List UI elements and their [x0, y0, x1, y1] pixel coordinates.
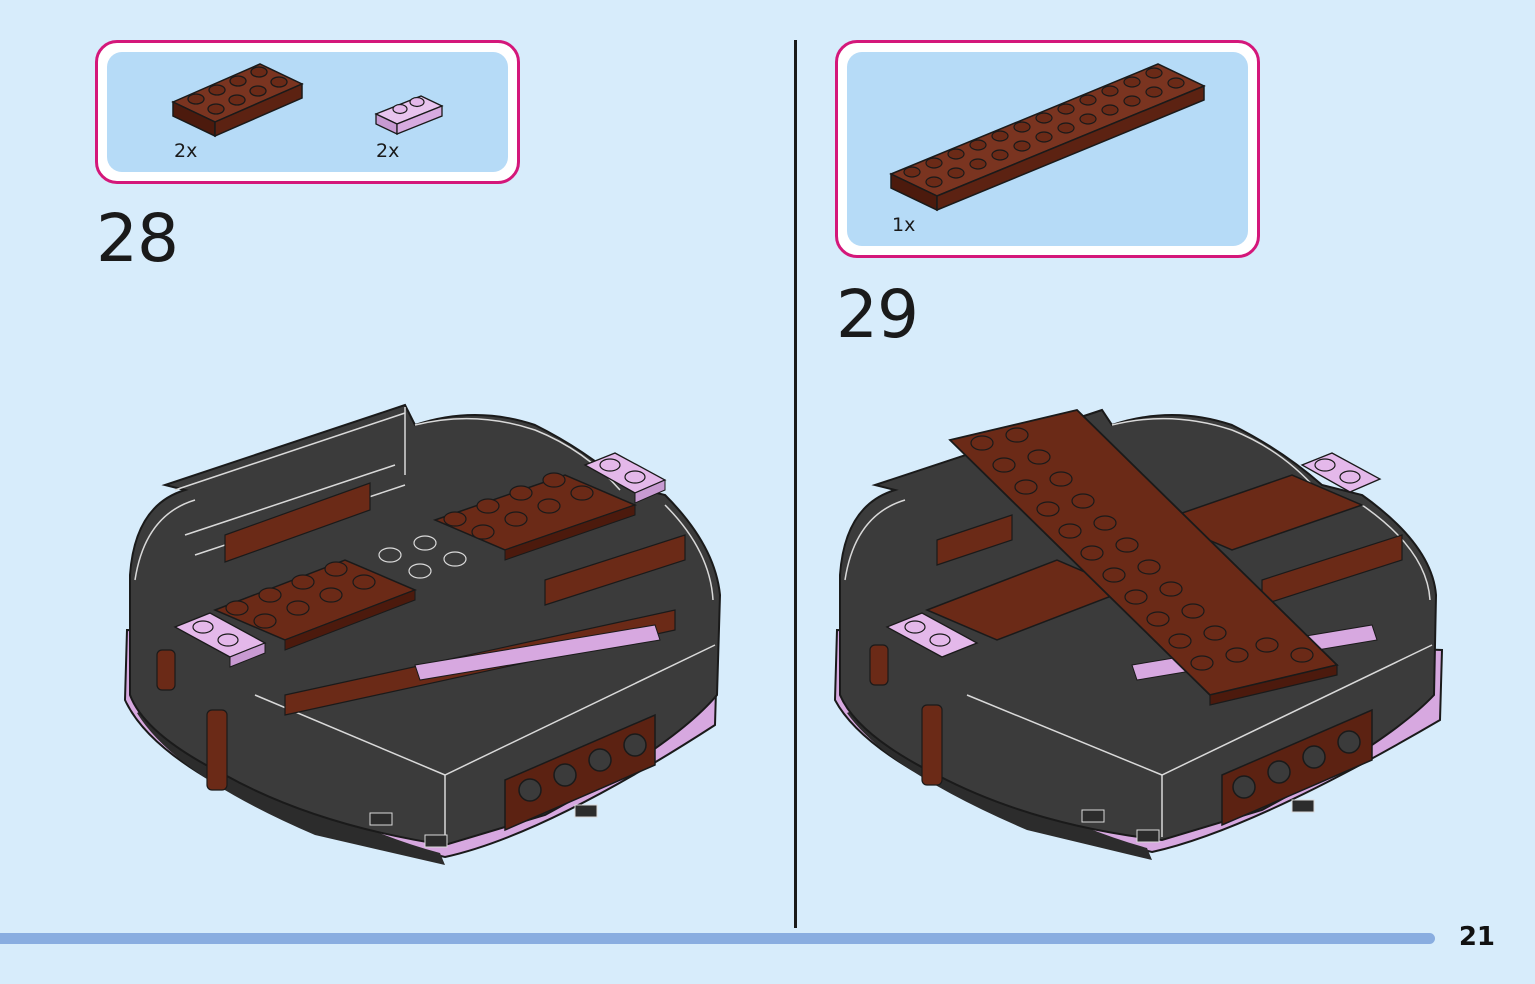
- parts-callout-step-28: [95, 40, 520, 184]
- model-illustration-step-28: [123, 403, 722, 865]
- step-number: 29: [836, 276, 919, 353]
- step-divider: [794, 40, 797, 928]
- model-illustration-step-29: [833, 408, 1444, 860]
- brown-2x4-plate-icon: [171, 63, 304, 138]
- lavender-1x2-plate-icon: [374, 95, 444, 136]
- page-number: 21: [1458, 922, 1495, 952]
- step-number: 28: [96, 200, 179, 277]
- part-quantity: 2x: [174, 140, 198, 162]
- part-quantity: 2x: [376, 140, 400, 162]
- part-quantity: 1x: [892, 214, 916, 236]
- brown-2x12-plate-icon: [889, 63, 1206, 212]
- progress-bar: [0, 933, 1435, 944]
- parts-callout-inner: [107, 52, 508, 172]
